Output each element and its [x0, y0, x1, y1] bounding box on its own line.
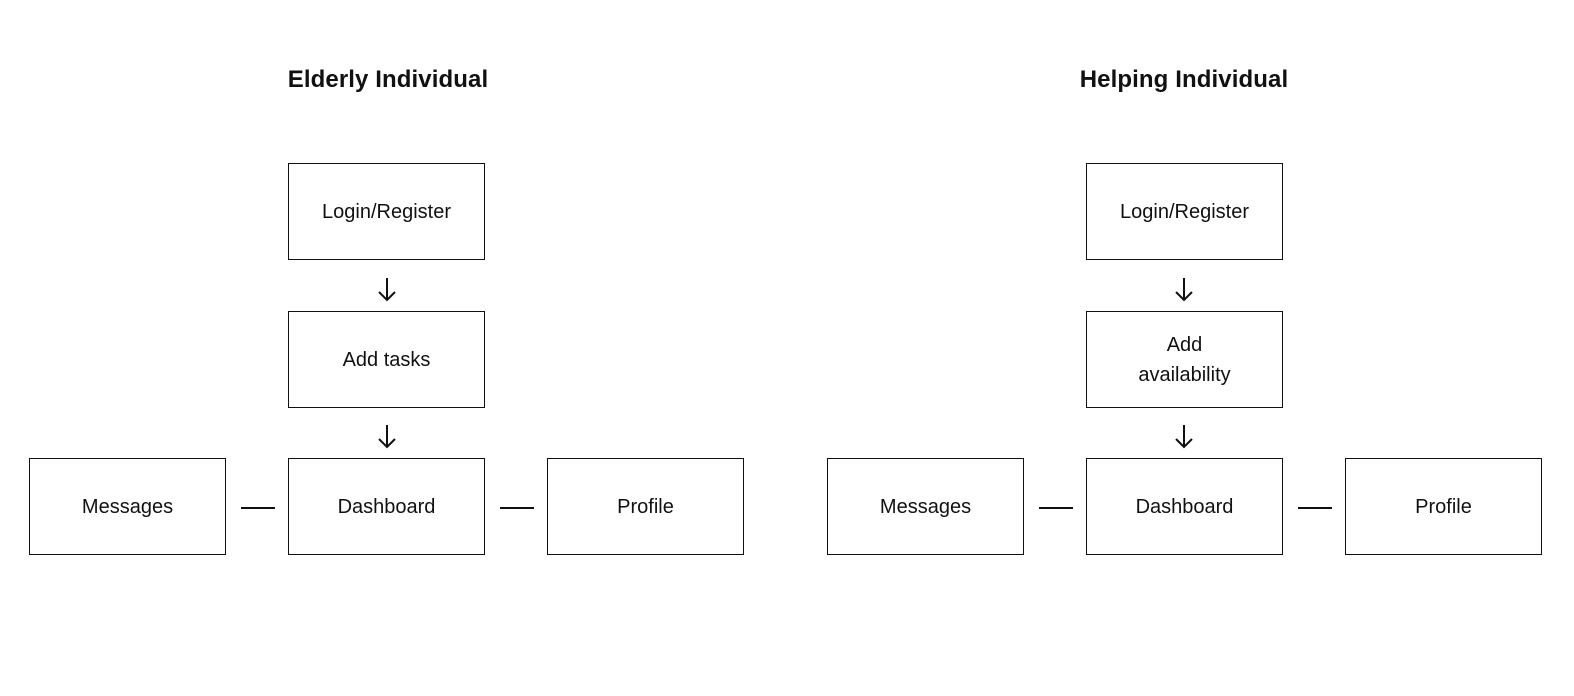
- helping-dashboard-box: Dashboard: [1086, 458, 1283, 555]
- helping-messages-label: Messages: [879, 495, 972, 518]
- elderly-login-register-label: Login/Register: [322, 200, 451, 223]
- helping-down-arrow-icon-1: [1175, 278, 1193, 302]
- helping-add-availability-box: Add availability: [1086, 311, 1283, 408]
- elderly-add-tasks-label: Add tasks: [342, 348, 431, 371]
- elderly-down-arrow-icon-1: [378, 278, 396, 302]
- helping-login-register-box: Login/Register: [1086, 163, 1283, 260]
- elderly-add-tasks-box: Add tasks: [288, 311, 485, 408]
- elderly-login-register-box: Login/Register: [288, 163, 485, 260]
- helping-messages-box: Messages: [827, 458, 1024, 555]
- helping-profile-label: Profile: [1415, 495, 1472, 518]
- elderly-messages-connector: [241, 507, 275, 509]
- elderly-dashboard-label: Dashboard: [337, 495, 436, 518]
- elderly-messages-box: Messages: [29, 458, 226, 555]
- helping-profile-connector: [1298, 507, 1332, 509]
- elderly-messages-label: Messages: [81, 495, 174, 518]
- helping-profile-box: Profile: [1345, 458, 1542, 555]
- helping-login-register-label: Login/Register: [1120, 200, 1249, 223]
- elderly-individual-title: Elderly Individual: [287, 66, 489, 93]
- elderly-profile-connector: [500, 507, 534, 509]
- helping-dashboard-label: Dashboard: [1135, 495, 1234, 518]
- helping-down-arrow-icon-2: [1175, 425, 1193, 449]
- elderly-dashboard-box: Dashboard: [288, 458, 485, 555]
- helping-messages-connector: [1039, 507, 1073, 509]
- helping-add-availability-label: Add availability: [1138, 333, 1231, 386]
- elderly-profile-box: Profile: [547, 458, 744, 555]
- elderly-down-arrow-icon-2: [378, 425, 396, 449]
- helping-individual-title: Helping Individual: [1079, 66, 1289, 93]
- elderly-profile-label: Profile: [617, 495, 674, 518]
